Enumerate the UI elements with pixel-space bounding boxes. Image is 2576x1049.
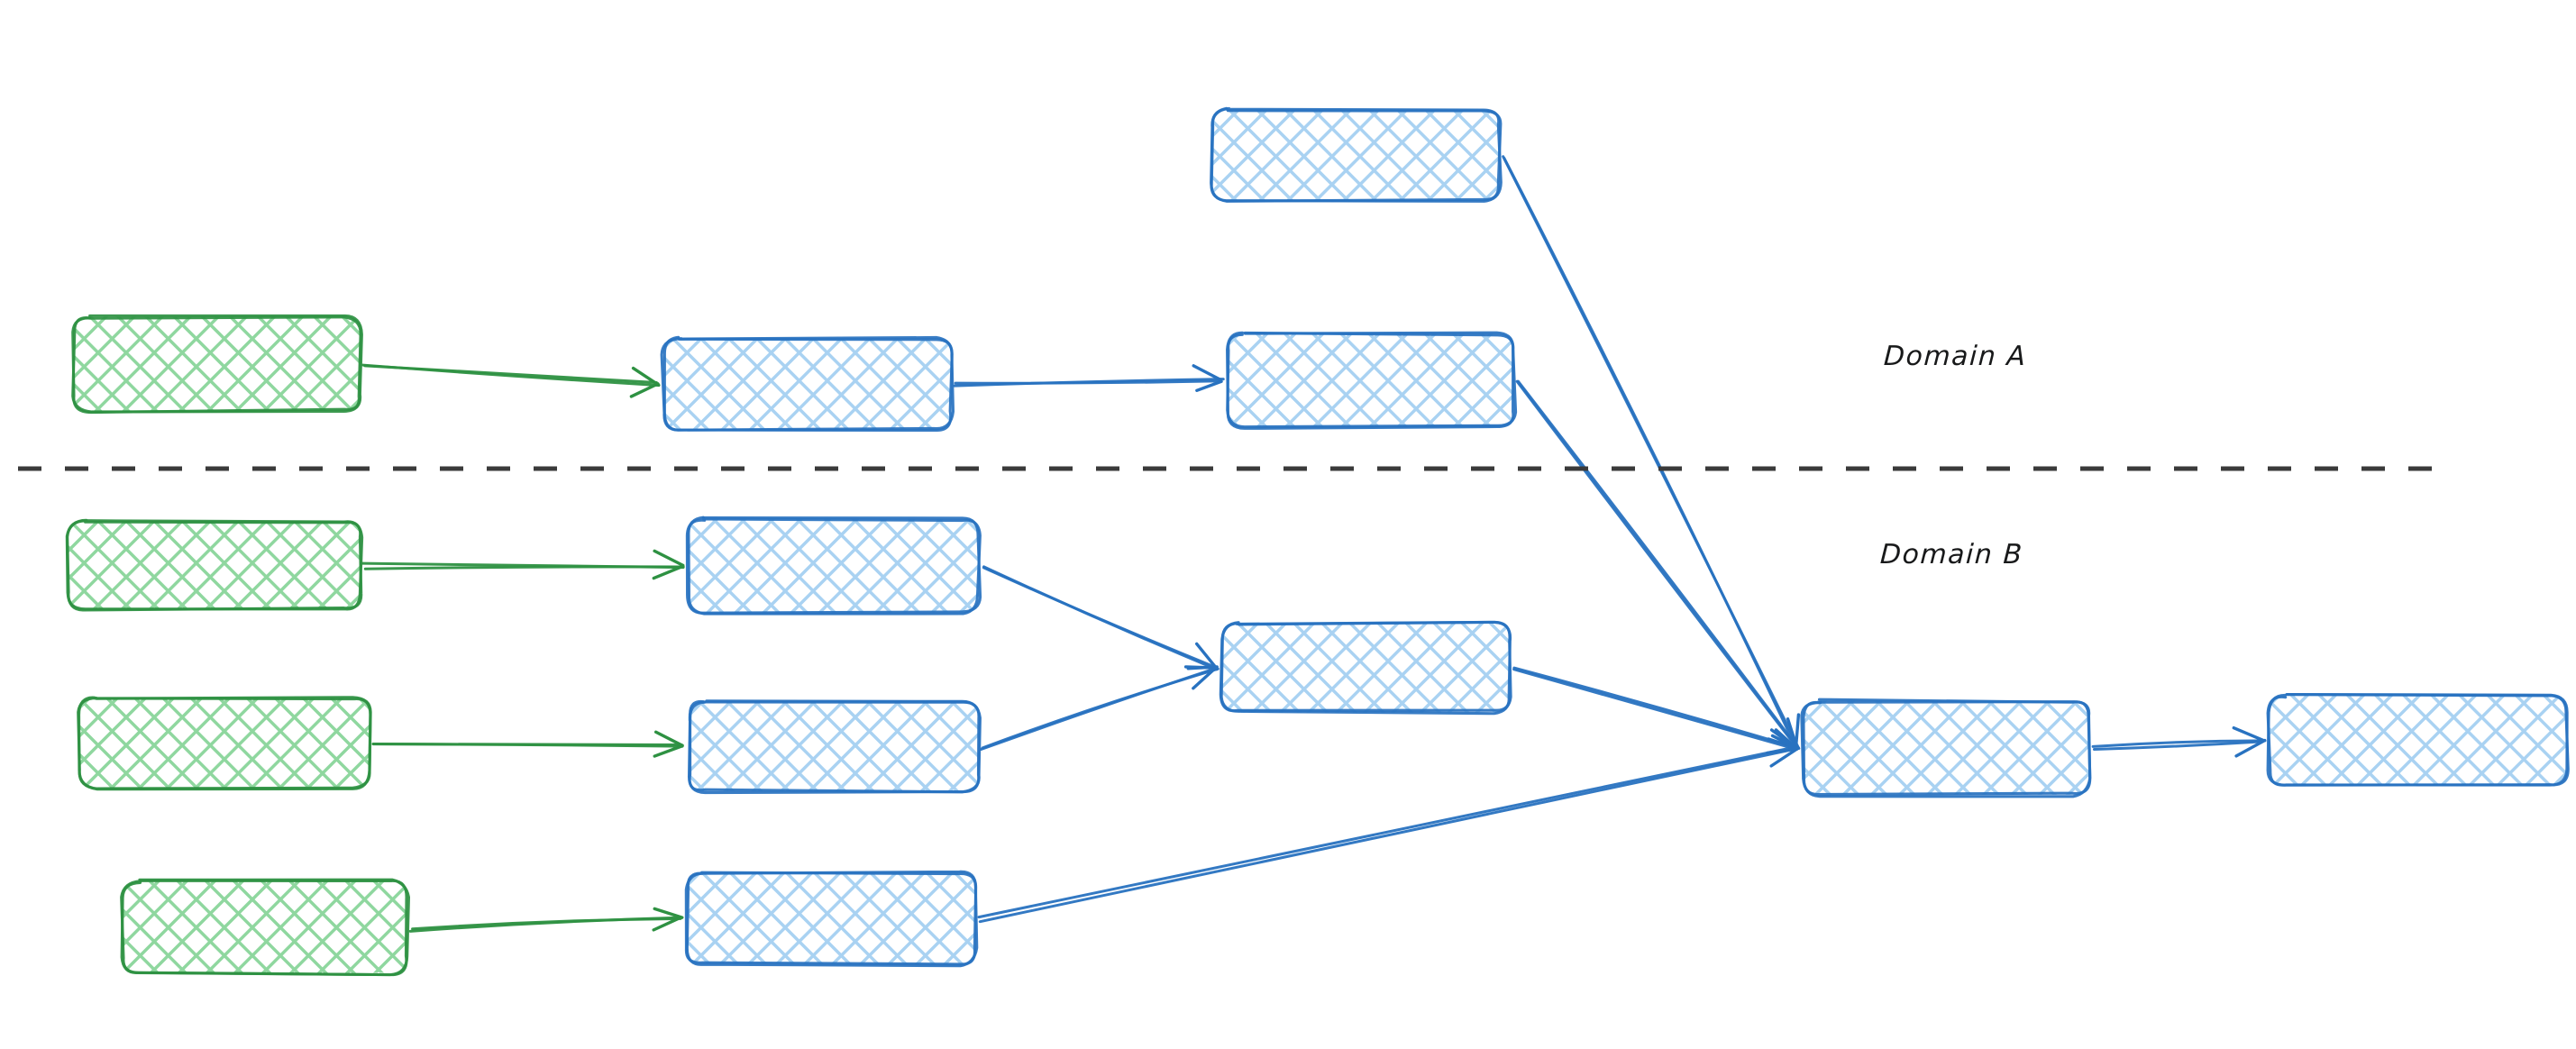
edge-e4	[1515, 379, 1799, 750]
node-outline	[78, 696, 372, 791]
arrow-head-stroke	[653, 730, 684, 748]
arrow-head-stroke	[1195, 379, 1223, 393]
arrow-head-stroke	[1183, 665, 1218, 670]
arrow-head-stroke	[631, 366, 661, 387]
arrow-head-stroke	[1769, 746, 1801, 768]
node-outline	[662, 335, 955, 432]
node-outline	[687, 699, 981, 795]
edge-line	[2092, 740, 2264, 752]
node-fill	[68, 520, 361, 610]
arrow-head-stroke	[1786, 717, 1799, 750]
arrow-head-stroke	[653, 549, 685, 568]
arrow-head-stroke	[1195, 642, 1219, 670]
node-n-b-src3[interactable]	[120, 878, 411, 977]
node-fill	[662, 338, 953, 430]
arrow-head-stroke	[652, 564, 685, 580]
node-n-b-conv[interactable]	[1800, 698, 2092, 798]
node-outline	[65, 518, 363, 612]
edge-line	[977, 745, 1797, 919]
node-fill	[686, 871, 975, 965]
node-n-a-right[interactable]	[1226, 331, 1518, 430]
arrow-head-stroke	[1192, 364, 1223, 382]
node-outline	[71, 314, 363, 414]
node-fill	[688, 518, 979, 614]
edge-line	[371, 743, 683, 746]
label-domain-a: Domain A	[1883, 341, 2028, 372]
arrow-head-stroke	[2232, 725, 2266, 743]
arrow-head-stroke	[1192, 666, 1218, 690]
node-outline	[2266, 693, 2570, 787]
edge-line	[408, 916, 684, 933]
arrow-head-stroke	[1766, 747, 1798, 755]
edge-e1	[361, 363, 661, 398]
node-n-b-m2[interactable]	[687, 699, 982, 795]
node-fill	[1221, 623, 1512, 713]
arrow-head-stroke	[629, 382, 660, 398]
arrow-head-stroke	[652, 916, 682, 932]
edge-e6	[371, 730, 684, 758]
node-fill	[78, 697, 370, 789]
node-outline	[1219, 620, 1512, 716]
node-fill	[1210, 109, 1501, 201]
edge-line	[363, 565, 685, 570]
node-outline	[684, 871, 978, 966]
node-outline	[1226, 331, 1518, 429]
arrow-head-stroke	[1774, 728, 1799, 751]
label-domain-b: Domain B	[1879, 539, 2024, 570]
edge-line	[978, 747, 1798, 924]
edge-line	[980, 666, 1219, 752]
edge-e7	[408, 907, 684, 933]
edge-line	[1512, 668, 1799, 751]
node-fill	[1228, 333, 1514, 428]
arrow-head-stroke	[2234, 738, 2267, 758]
node-n-a-mid[interactable]	[660, 335, 955, 432]
edge-line	[982, 565, 1219, 671]
edge-line	[2091, 739, 2267, 748]
node-n-a-src[interactable]	[71, 314, 363, 415]
edge-e3	[1502, 155, 1801, 751]
node-fill	[73, 316, 361, 412]
edge-line	[953, 378, 1225, 388]
edge-e11	[1512, 666, 1799, 755]
edge-e8	[982, 565, 1219, 671]
node-fill	[1802, 700, 2090, 795]
node-n-b-src2[interactable]	[77, 696, 372, 791]
edge-line	[361, 363, 661, 388]
edge-line	[1515, 379, 1798, 749]
edge-e9	[980, 665, 1219, 752]
node-n-b-join[interactable]	[1219, 620, 1512, 716]
node-fill	[688, 700, 980, 792]
edge-e5	[361, 549, 685, 580]
edge-layer	[361, 155, 2267, 933]
node-n-a-top[interactable]	[1210, 106, 1503, 203]
node-fill	[122, 880, 408, 974]
edge-line	[1516, 379, 1799, 749]
edge-e2	[953, 364, 1225, 393]
edge-line	[1503, 156, 1797, 749]
node-outline	[1802, 700, 2092, 797]
node-layer	[65, 106, 2570, 977]
node-n-b-m3[interactable]	[684, 870, 979, 968]
arrow-head-stroke	[653, 744, 684, 758]
node-outline	[120, 879, 408, 977]
edge-e10	[977, 737, 1801, 924]
edge-e12	[2091, 725, 2267, 758]
edge-line	[1512, 666, 1797, 749]
arrow-head-stroke	[653, 907, 684, 919]
node-n-b-out[interactable]	[2266, 692, 2570, 787]
node-n-b-src1[interactable]	[65, 518, 364, 612]
node-outline	[1210, 106, 1503, 203]
node-outline	[685, 515, 982, 615]
node-n-b-m1[interactable]	[685, 515, 982, 616]
node-fill	[2269, 695, 2568, 787]
